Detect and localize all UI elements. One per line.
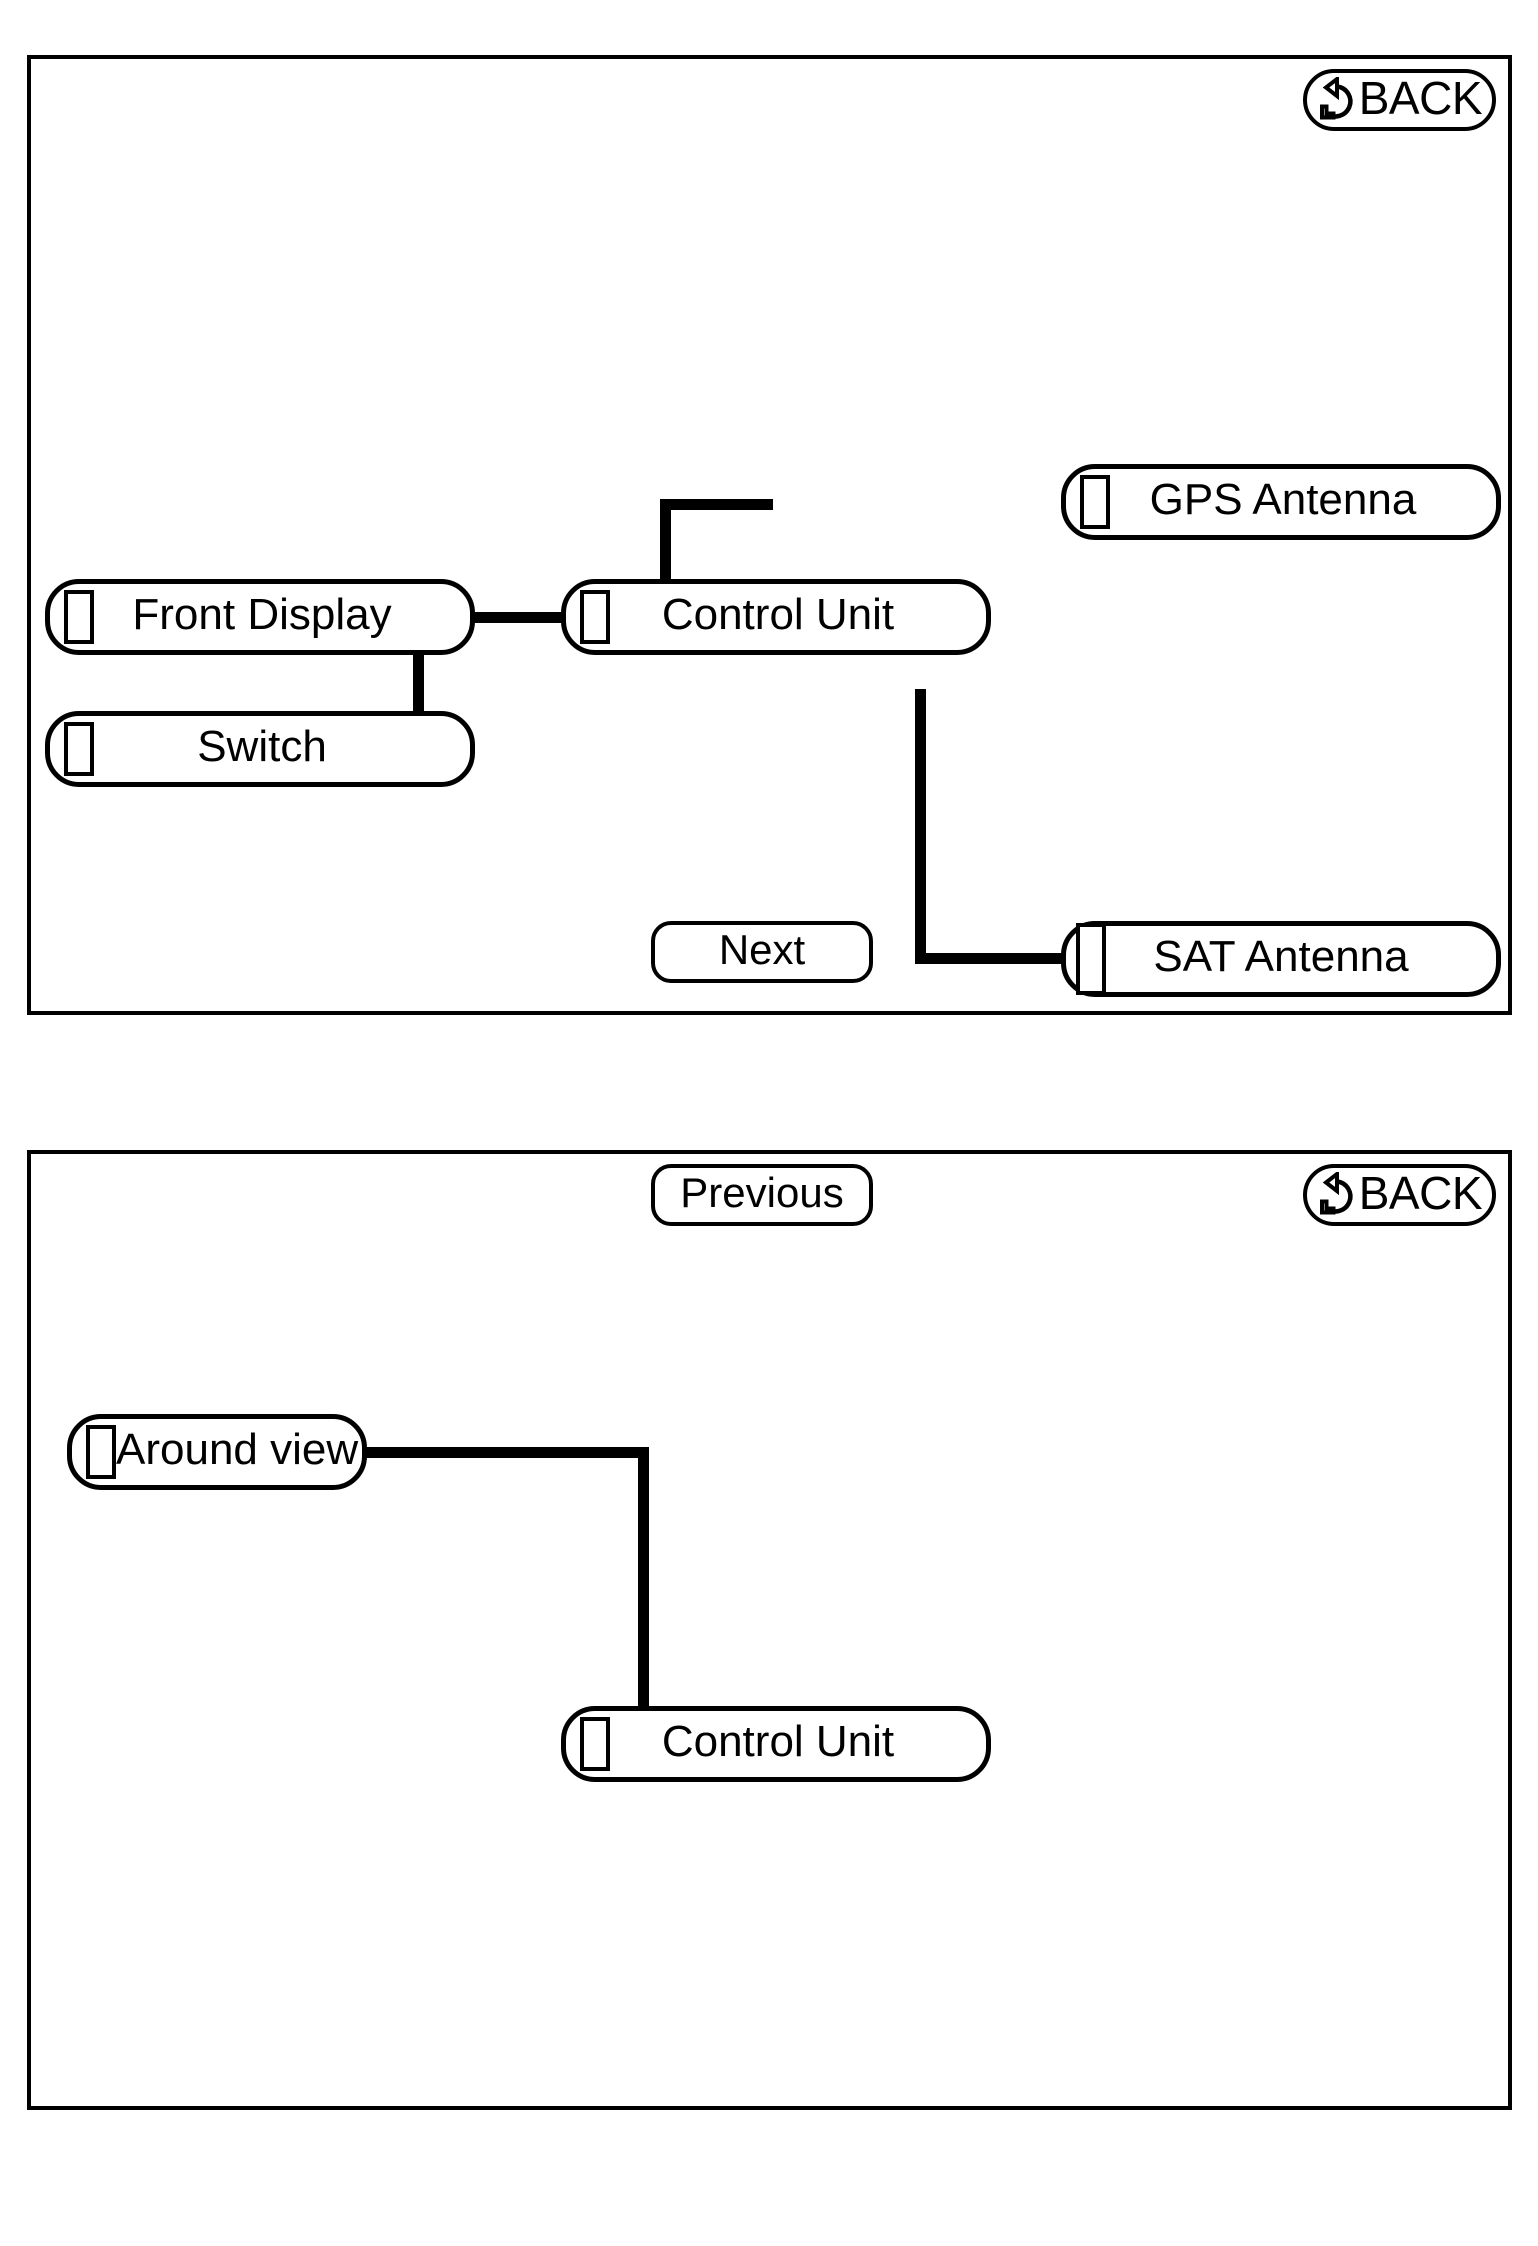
back-button[interactable]: BACK <box>1302 1164 1496 1226</box>
connector-control-unit-to-gps-vertical <box>660 499 671 639</box>
back-arrow-icon <box>1313 1169 1359 1218</box>
node-control-unit-label: Control Unit <box>661 590 895 639</box>
back-arrow-icon <box>1313 74 1359 123</box>
node-switch-label: Switch <box>197 722 327 771</box>
next-button-label: Next <box>718 926 806 973</box>
connector-around-view-to-control-unit-horizontal <box>361 1447 649 1458</box>
previous-button-label: Previous <box>680 1169 844 1216</box>
node-sat-antenna[interactable]: SAT Antenna <box>1061 921 1501 997</box>
node-control-unit[interactable]: Control Unit <box>561 1706 991 1782</box>
component-icon <box>86 1425 116 1479</box>
node-switch[interactable]: Switch <box>45 711 475 787</box>
connector-control-unit-to-sat-vertical <box>915 689 926 964</box>
diagram-panel-1: BACK Front Display Switch Control Unit G… <box>27 55 1512 1015</box>
connector-around-view-to-control-unit-vertical <box>638 1447 649 1732</box>
back-button[interactable]: BACK <box>1302 69 1496 131</box>
component-icon <box>64 590 94 644</box>
node-around-view-label: Around view <box>116 1425 359 1474</box>
connector-front-display-to-control-unit <box>472 612 572 623</box>
next-button[interactable]: Next <box>651 921 873 983</box>
component-icon <box>1080 475 1110 529</box>
node-control-unit-label: Control Unit <box>661 1717 895 1766</box>
node-around-view[interactable]: Around view <box>67 1414 367 1490</box>
node-gps-antenna-label: GPS Antenna <box>1149 475 1417 524</box>
back-button-label: BACK <box>1358 72 1483 124</box>
node-front-display[interactable]: Front Display <box>45 579 475 655</box>
diagram-panel-2: BACK Previous Around view Control Unit <box>27 1150 1512 2110</box>
back-button-label: BACK <box>1358 1167 1483 1219</box>
node-gps-antenna[interactable]: GPS Antenna <box>1061 464 1501 540</box>
previous-button[interactable]: Previous <box>651 1164 873 1226</box>
component-icon <box>1076 923 1106 995</box>
component-icon <box>580 1717 610 1771</box>
node-control-unit[interactable]: Control Unit <box>561 579 991 655</box>
component-icon <box>580 590 610 644</box>
component-icon <box>64 722 94 776</box>
node-front-display-label: Front Display <box>132 590 392 639</box>
connector-control-unit-to-sat-horizontal <box>915 953 1063 964</box>
node-sat-antenna-label: SAT Antenna <box>1153 932 1409 981</box>
connector-control-unit-to-gps-horizontal <box>660 499 773 510</box>
